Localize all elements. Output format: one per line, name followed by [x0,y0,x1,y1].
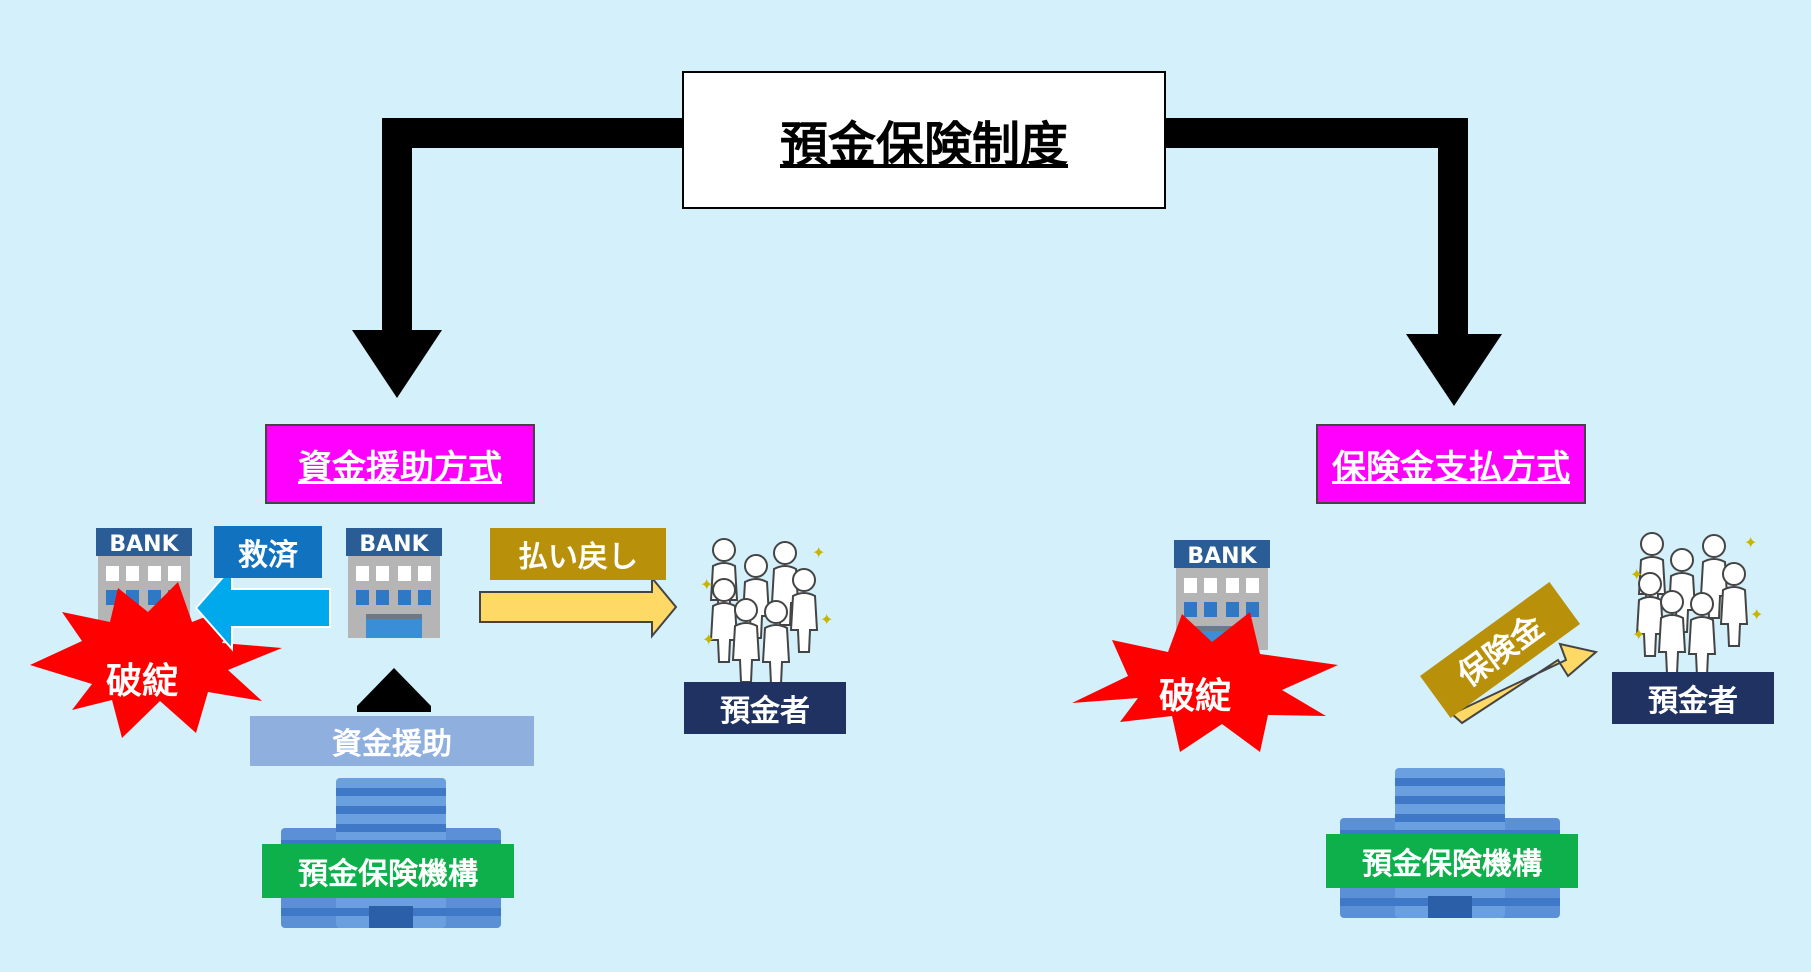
rescuing-bank: BANK [346,528,442,638]
svg-text:✦: ✦ [820,610,833,629]
depositors-group-right: ✦ ✦ ✦ ✦ [1630,532,1763,677]
depositors-label-right: 預金者 [1612,672,1774,724]
branch-arrow-left [352,118,682,398]
insurance-payment-arrow [1450,642,1599,725]
refund-arrow [479,575,678,639]
rescue-label: 救済 [214,526,322,578]
bank-sign-text: BANK [109,532,179,557]
branch-arrow-right [1166,118,1502,406]
dic-label-left: 預金保険機構 [262,844,514,898]
svg-text:✦: ✦ [702,630,715,649]
diagram-title: 預金保険制度 [682,71,1166,209]
failure-text-right: 破綻 [1158,676,1231,717]
svg-text:✦: ✦ [700,575,713,594]
failed-bank-right: BANK [1174,540,1270,650]
depositors-label-left: 預金者 [684,682,846,734]
svg-text:✦: ✦ [812,543,825,562]
method-insurance-payout: 保険金支払方式 [1316,424,1586,504]
method-financial-aid: 資金援助方式 [265,424,535,504]
svg-text:✦: ✦ [1744,533,1757,552]
failed-bank-left: BANK [96,528,192,638]
rescue-arrow [194,564,331,652]
svg-text:✦: ✦ [1630,565,1643,584]
depositors-group-left: ✦ ✦ ✦ ✦ [700,538,833,685]
failure-burst-right [1072,612,1338,752]
bank-sign-text: BANK [1187,544,1257,569]
svg-text:✦: ✦ [1750,605,1763,624]
financial-aid-label: 資金援助 [250,716,534,766]
svg-text:✦: ✦ [1632,625,1645,644]
aid-up-arrow [357,668,431,712]
dic-label-right: 預金保険機構 [1326,834,1578,888]
failure-text-left: 破綻 [105,661,178,702]
refund-label: 払い戻し [490,528,666,580]
bank-sign-text: BANK [359,532,429,557]
